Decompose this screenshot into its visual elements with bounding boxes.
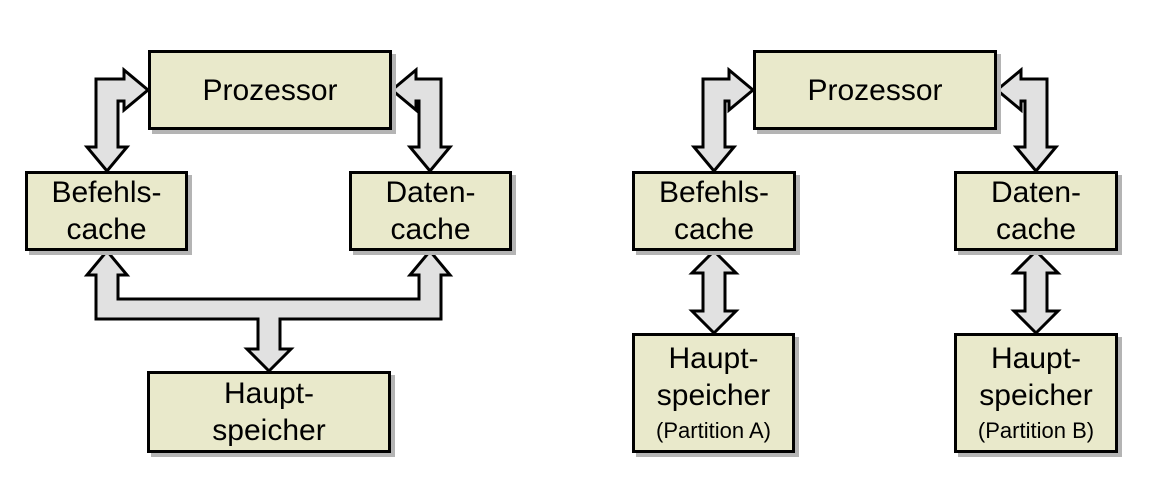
main-memory-label: Haupt- speicher: [212, 377, 326, 447]
data-cache-box-right-diagram: Daten- cache: [954, 171, 1118, 251]
data-cache-label: Daten- cache: [990, 176, 1082, 246]
main-memory-partition-a-box-right-diagram: Haupt- speicher (Partition A): [632, 333, 795, 453]
processor-box-left-diagram: Prozessor: [148, 50, 392, 130]
instruction-cache-label: Befehls- cache: [658, 176, 770, 246]
main-memory-partition-b-box-right-diagram: Haupt- speicher (Partition B): [954, 333, 1118, 453]
instruction-cache-box-left-diagram: Befehls- cache: [25, 171, 188, 251]
main-memory-box-left-diagram: Haupt- speicher: [147, 371, 391, 453]
merged-arrow-caches-main-memory-left-diagram: [83, 248, 454, 374]
processor-label: Prozessor: [202, 73, 338, 107]
data-cache-label: Daten- cache: [385, 176, 476, 246]
bidir-arrow-data-cache-main-memory-b-right-diagram: [1010, 248, 1062, 336]
partition-a-sublabel: (Partition A): [656, 418, 771, 443]
main-memory-label: Haupt- speicher: [656, 342, 771, 412]
instruction-cache-box-right-diagram: Befehls- cache: [632, 171, 796, 251]
main-memory-label: Haupt- speicher: [979, 342, 1093, 412]
bidir-arrow-instruction-cache-main-memory-a-right-diagram: [688, 248, 740, 336]
data-cache-box-left-diagram: Daten- cache: [349, 171, 512, 251]
bidir-bent-arrow-processor-data-cache-left-diagram: [389, 66, 454, 174]
processor-box-right-diagram: Prozessor: [753, 50, 997, 130]
bidir-bent-arrow-processor-instruction-cache-right-diagram: [690, 66, 756, 174]
bidir-bent-arrow-processor-instruction-cache-left-diagram: [83, 66, 151, 174]
bidir-bent-arrow-processor-data-cache-right-diagram: [994, 66, 1060, 174]
processor-label: Prozessor: [807, 73, 943, 107]
instruction-cache-label: Befehls- cache: [51, 176, 162, 246]
partition-b-sublabel: (Partition B): [977, 418, 1095, 443]
